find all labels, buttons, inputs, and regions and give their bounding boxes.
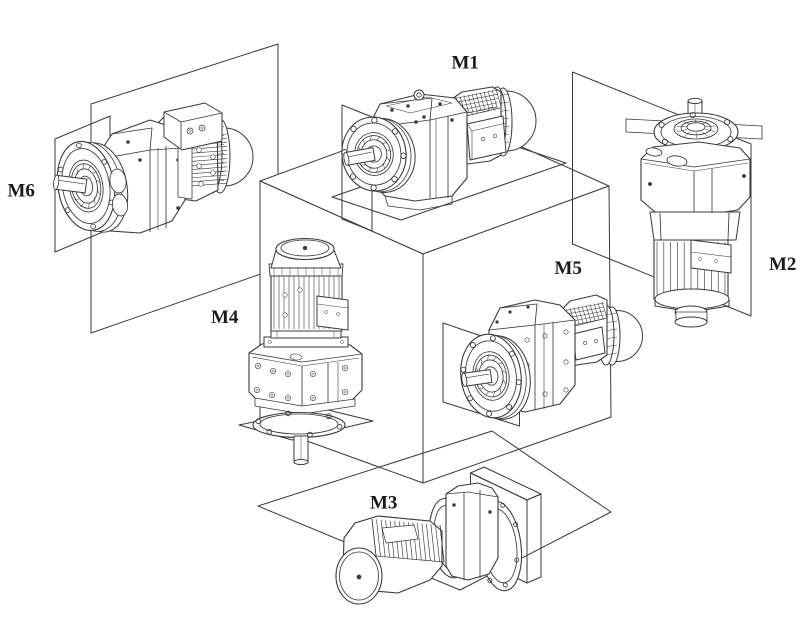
svg-text:M2: M2 — [769, 254, 796, 275]
svg-text:M5: M5 — [555, 258, 582, 279]
svg-text:M3: M3 — [370, 493, 397, 514]
svg-text:M4: M4 — [211, 307, 239, 328]
svg-text:M1: M1 — [452, 53, 479, 74]
svg-text:M6: M6 — [8, 181, 35, 202]
